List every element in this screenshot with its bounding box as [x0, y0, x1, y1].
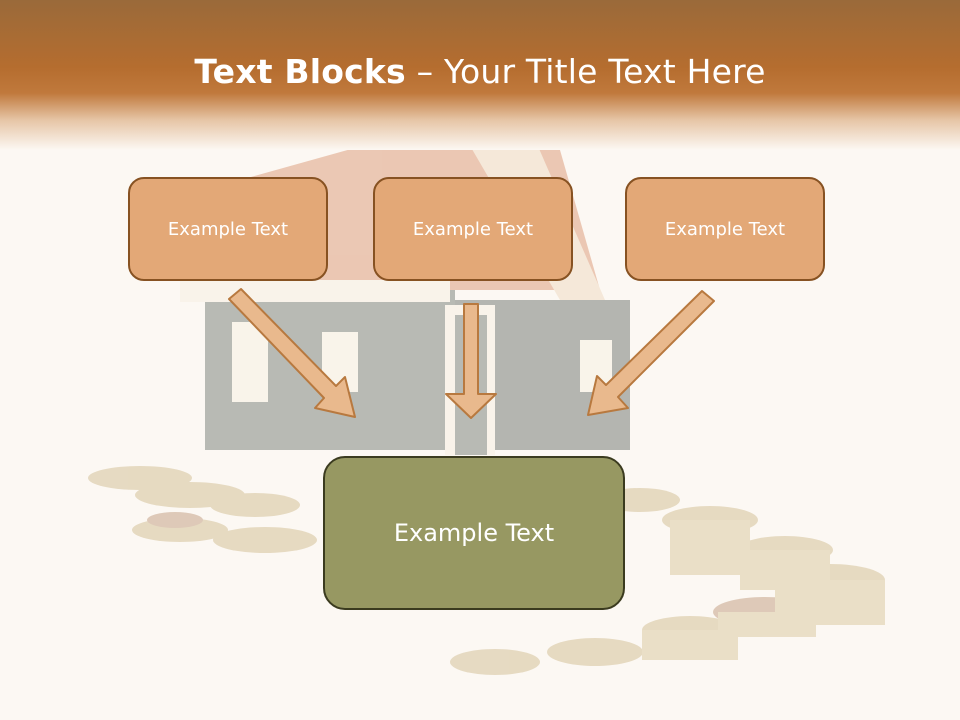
text-block-1-label: Example Text: [167, 218, 289, 240]
main-text-block[interactable]: Example Text: [323, 456, 625, 610]
title-bold: Text Blocks: [194, 52, 406, 91]
text-block-3-label: Example Text: [664, 218, 786, 240]
text-block-1[interactable]: Example Text: [128, 177, 328, 281]
header-bar: [0, 0, 960, 150]
title-rest: Your Title Text Here: [443, 52, 766, 91]
main-text-block-label: Example Text: [393, 519, 555, 547]
arrow-center: [445, 303, 497, 419]
arrow-right: [587, 290, 715, 416]
text-block-2[interactable]: Example Text: [373, 177, 573, 281]
title-separator: –: [405, 52, 444, 91]
text-block-2-label: Example Text: [412, 218, 534, 240]
text-block-3[interactable]: Example Text: [625, 177, 825, 281]
slide-title: Text Blocks – Your Title Text Here: [0, 52, 960, 91]
arrow-left: [228, 288, 356, 418]
